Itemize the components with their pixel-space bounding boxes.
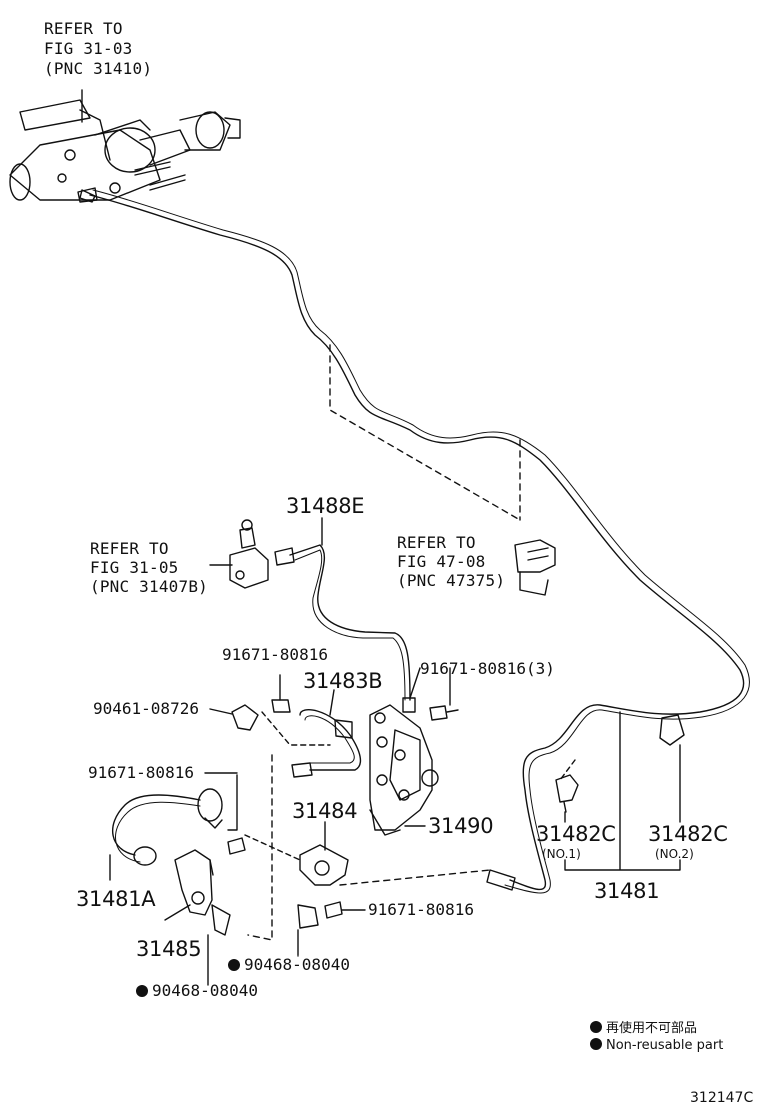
ref-3103-line2: FIG 31-03	[44, 39, 133, 58]
part-31484: 31484	[292, 799, 358, 823]
clutch-master-cylinder	[9, 99, 241, 203]
part-90468-08040-a: 90468-08040	[228, 956, 350, 974]
ref-4708-line1: REFER TO	[397, 533, 476, 552]
clip-90468-a	[297, 904, 319, 956]
ref-3105-line3: (PNC 31407B)	[90, 577, 208, 596]
release-cylinder-fitting	[209, 519, 269, 589]
ref-3103-line1: REFER TO	[44, 19, 123, 38]
bolt-91671-a	[271, 674, 291, 713]
legend-dot	[590, 1038, 602, 1050]
part-31482c-no1: 31482C	[536, 822, 616, 846]
part-31490: 31490	[428, 814, 494, 838]
part-31482c-no2-sub: (NO.2)	[655, 847, 694, 861]
part-31485: 31485	[136, 937, 202, 961]
clutch-release-pipe	[77, 187, 750, 894]
part-90461-08726: 90461-08726	[93, 699, 199, 718]
bracket-31485	[174, 849, 214, 916]
non-reusable-dot	[228, 959, 240, 971]
part-31482c-no1-sub: (NO.1)	[542, 847, 581, 861]
figure-id: 312147C	[690, 1090, 754, 1106]
ref-4708-line2: FIG 47-08	[397, 552, 486, 571]
ref-3105-line2: FIG 31-05	[90, 558, 179, 577]
part-90468-08040-b: 90468-08040	[136, 982, 258, 1000]
non-reusable-dot	[136, 985, 148, 997]
flexible-pipe-31488e	[274, 544, 416, 713]
part-91671-80816-d: 91671-80816	[368, 900, 474, 919]
bolt-91671-d	[324, 901, 343, 919]
part-91671-80816-3: 91671-80816(3)	[420, 659, 555, 678]
bolt-91671-c	[227, 774, 246, 855]
clip-90468-b	[207, 904, 231, 986]
part-31488e: 31488E	[286, 494, 365, 518]
sensor-31482c-no2	[659, 714, 685, 746]
clip-90461	[231, 704, 259, 731]
part-91671-80816-c: 91671-80816	[88, 763, 194, 782]
part-91671-80816-a: 91671-80816	[222, 645, 328, 664]
legend-line-jp: 再使用不可部品	[590, 1017, 697, 1036]
bolt-91671-b	[429, 705, 459, 721]
bracket-31484	[299, 844, 349, 886]
ref-4708-line3: (PNC 47375)	[397, 571, 506, 590]
flexible-hose-31483b	[291, 709, 362, 778]
legend-line-en: Non-reusable part	[590, 1038, 723, 1053]
legend-dot	[590, 1021, 602, 1033]
part-31481a: 31481A	[76, 887, 156, 911]
leader-31481	[564, 711, 681, 871]
part-31481: 31481	[594, 879, 660, 903]
part-31483b: 31483B	[303, 669, 383, 693]
clutch-accumulator-31490	[369, 704, 439, 836]
sensor-31482c-no1	[555, 774, 579, 813]
part-31482c-no2: 31482C	[648, 822, 728, 846]
ref-3105-line1: REFER TO	[90, 539, 169, 558]
leader-31483b	[329, 689, 335, 716]
ref-3103-line3: (PNC 31410)	[44, 59, 153, 78]
flexible-hose-31481a	[112, 788, 223, 866]
pipe-clamp-bracket	[514, 539, 556, 596]
leader-31485	[164, 904, 191, 921]
